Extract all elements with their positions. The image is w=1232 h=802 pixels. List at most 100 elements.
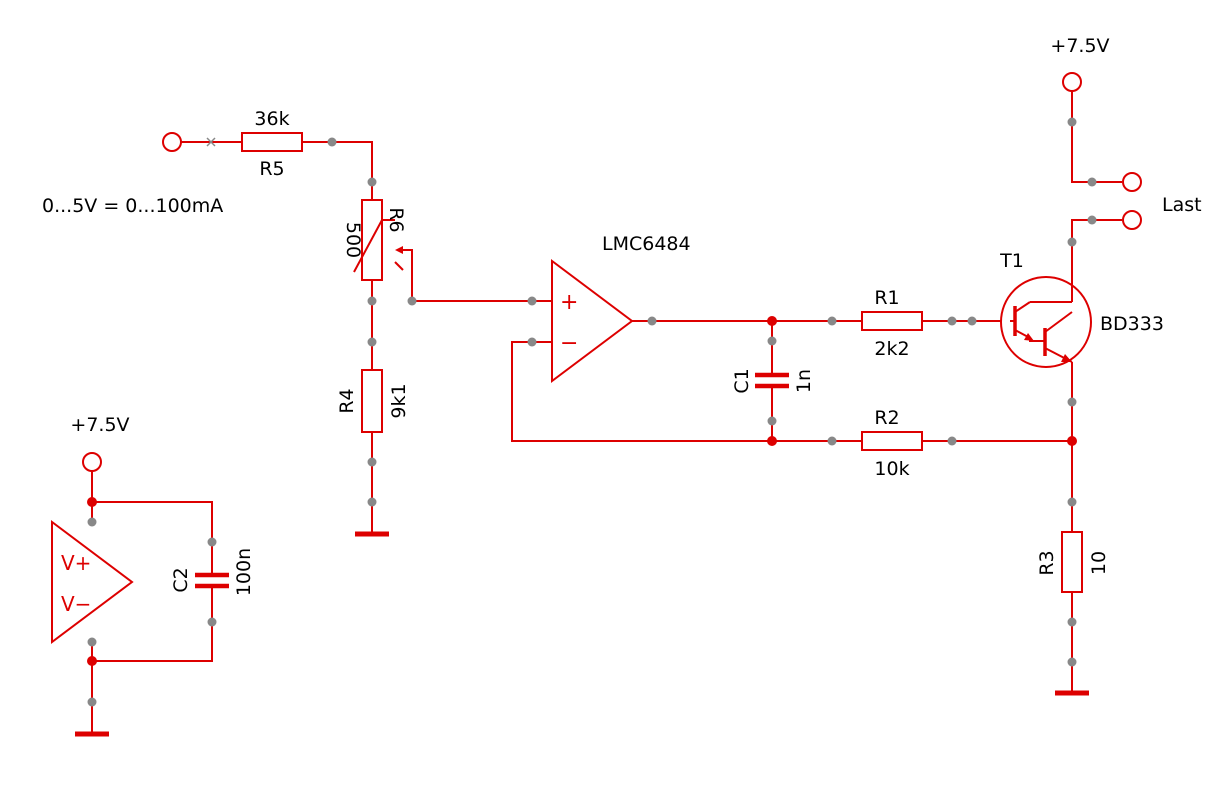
r2-value-label: 10k xyxy=(874,458,909,480)
pin-dot xyxy=(767,336,777,346)
pin-dot xyxy=(947,436,957,446)
opamp-power-block: V+ V− xyxy=(51,452,229,737)
r4-resistor xyxy=(361,369,383,433)
t1-part-label: BD333 xyxy=(1100,313,1164,335)
c2-top-wire xyxy=(92,501,213,575)
vminus-label: V− xyxy=(61,592,91,616)
pin-dot xyxy=(1067,497,1077,507)
output-network xyxy=(511,311,1072,451)
r3-resistor xyxy=(1061,531,1083,593)
opamp-minus-sign: − xyxy=(560,331,578,356)
c2-bottom-wire xyxy=(92,586,213,662)
junction-node xyxy=(1067,436,1077,446)
range-note: 0...5V = 0...100mA xyxy=(42,195,223,217)
r6-adjust-tick xyxy=(394,261,404,271)
pin-dot xyxy=(1067,237,1077,247)
junctions xyxy=(87,316,1077,666)
r5-resistor xyxy=(241,132,303,152)
r5-to-r6-wire xyxy=(302,141,373,200)
r2-ref-label: R2 xyxy=(874,407,899,429)
collector-to-load-wire xyxy=(1071,219,1122,302)
opamp: + − xyxy=(532,259,652,383)
opamp-power-triangle xyxy=(51,520,134,644)
pin-dot xyxy=(207,537,217,547)
pin-dot xyxy=(327,137,337,147)
r3-ref-label: R3 xyxy=(1036,550,1058,575)
t1-emitter-arrow-2 xyxy=(1061,354,1072,362)
supply-terminal-top xyxy=(1062,72,1082,92)
t1-collector-2 xyxy=(1044,311,1073,333)
vplus-label: V+ xyxy=(61,551,91,575)
pin-dot xyxy=(367,457,377,467)
r1-ref-label: R1 xyxy=(874,287,899,309)
junction-node xyxy=(87,497,97,507)
pin-dot xyxy=(767,416,777,426)
pin-dot xyxy=(1067,397,1077,407)
pin-dot xyxy=(207,617,217,627)
supply-wire-top xyxy=(1071,91,1122,183)
t1-body xyxy=(1000,276,1092,368)
r1-value-label: 2k2 xyxy=(874,338,909,360)
pin-dot xyxy=(367,337,377,347)
pin-dot xyxy=(367,296,377,306)
darlington-t1 xyxy=(1000,219,1122,532)
t1-inter-stage xyxy=(1029,338,1045,342)
pin-dot xyxy=(947,316,957,326)
junction-node xyxy=(87,656,97,666)
opamp-part-label: LMC6484 xyxy=(602,233,691,255)
feedback-wire xyxy=(511,341,862,442)
supply-left-label: +7.5V xyxy=(70,414,129,436)
pin-dot xyxy=(967,316,977,326)
pin-dot xyxy=(407,296,417,306)
input-network xyxy=(162,132,532,537)
input-terminal xyxy=(162,132,182,152)
r3-network xyxy=(1055,531,1089,696)
load-terminal-1 xyxy=(1122,172,1142,192)
pin-dot xyxy=(367,177,377,187)
c1-value-label: 1n xyxy=(793,369,815,393)
r6-value-label: 500 xyxy=(342,222,364,258)
opamp-triangle xyxy=(551,259,634,383)
pin-dot xyxy=(1067,657,1077,667)
pin-dot xyxy=(87,517,97,527)
pin-markers xyxy=(87,117,1097,707)
pin-dot xyxy=(827,316,837,326)
r6-wiper-wire xyxy=(397,249,413,301)
pin-dot xyxy=(87,697,97,707)
c2-ref-label: C2 xyxy=(170,567,192,592)
pin-dot xyxy=(527,337,537,347)
supply-terminal-left xyxy=(82,452,102,472)
pin-dot xyxy=(527,296,537,306)
pin-dot xyxy=(1067,617,1077,627)
t1-ref-label: T1 xyxy=(999,250,1024,272)
pin-dot xyxy=(647,316,657,326)
r6-adjust-arrow xyxy=(353,219,395,273)
pin-dot xyxy=(87,637,97,647)
load-label: Last xyxy=(1162,194,1202,216)
r6-wiper-arrowhead xyxy=(395,246,403,254)
r6-ref-label: R6 xyxy=(385,207,407,232)
c2-value-label: 100n xyxy=(233,548,255,596)
c1-ref-label: C1 xyxy=(731,368,753,393)
supply-top-label: +7.5V xyxy=(1050,35,1109,57)
t1-collector-1 xyxy=(1014,301,1031,313)
r2-resistor xyxy=(861,431,923,451)
r5-ref-label: R5 xyxy=(259,158,284,180)
r3-value-label: 10 xyxy=(1088,551,1110,575)
load-terminal-2 xyxy=(1122,210,1142,230)
r4-ref-label: R4 xyxy=(336,388,358,413)
supply-and-load xyxy=(1062,72,1142,230)
opamp-plus-sign: + xyxy=(560,290,578,315)
junction-node xyxy=(767,436,777,446)
labels: 36k R5 0...5V = 0...100mA 500 R6 R4 9k1 … xyxy=(42,35,1202,596)
pin-dot xyxy=(1067,117,1077,127)
no-connect-mark xyxy=(206,137,216,147)
r5-value-label: 36k xyxy=(254,108,289,130)
pin-dot xyxy=(1087,177,1097,187)
junction-node xyxy=(767,316,777,326)
pin-dot xyxy=(1087,215,1097,225)
t1-emitter-arrow-1 xyxy=(1024,333,1034,341)
r4-value-label: 9k1 xyxy=(388,383,410,418)
pin-dot xyxy=(827,436,837,446)
